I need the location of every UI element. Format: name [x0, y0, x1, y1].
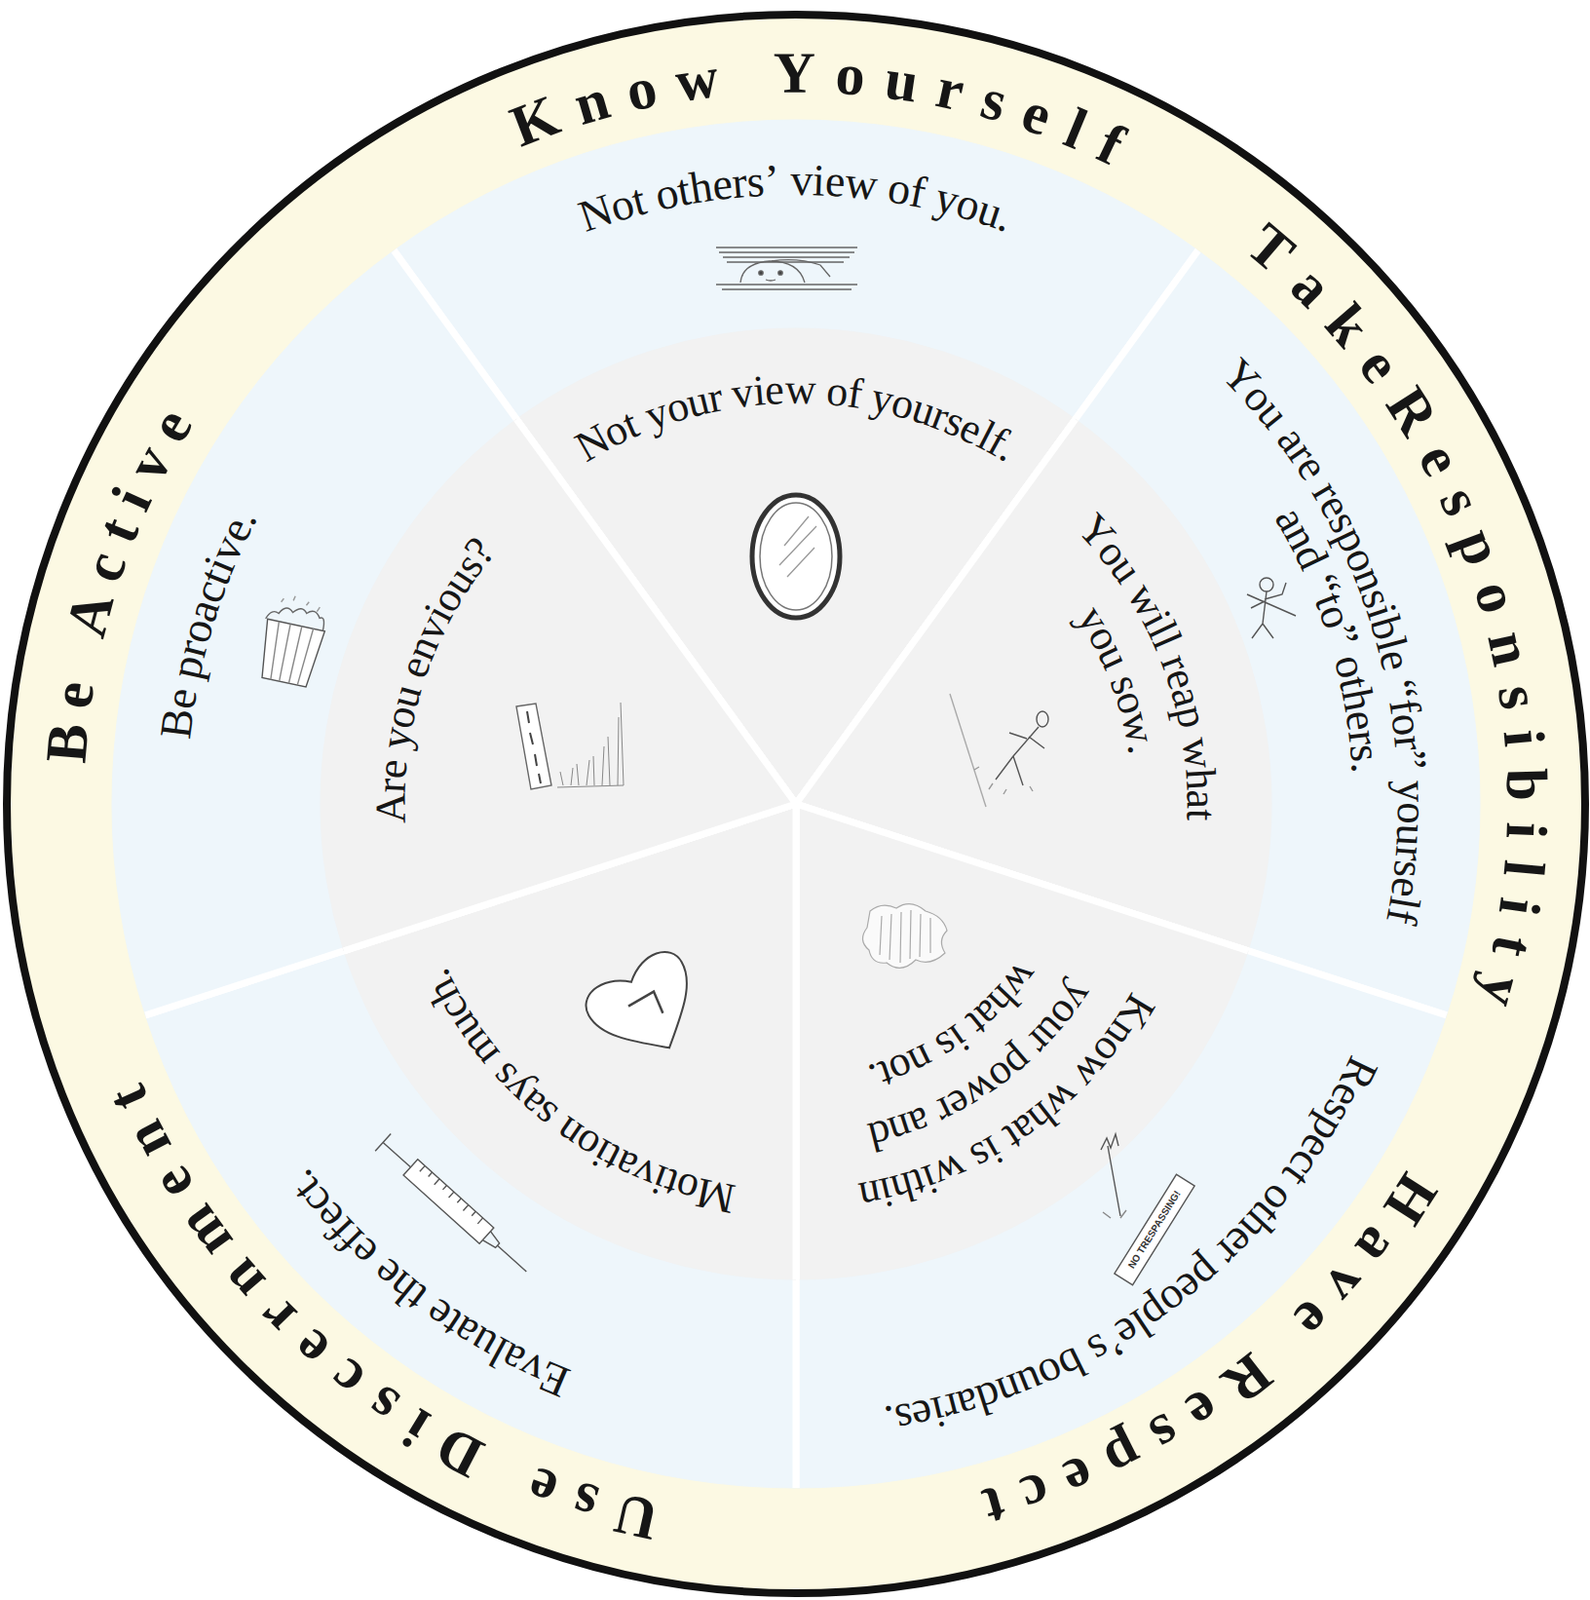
mirror-sketch: [752, 494, 840, 618]
glyph: o: [832, 40, 868, 111]
glyph: s: [1137, 1400, 1192, 1470]
text-holder: Not your view of yourself.: [567, 365, 1026, 416]
glyph: s: [1425, 476, 1496, 526]
glyph: s: [352, 1371, 410, 1440]
glyph: e: [763, 365, 786, 417]
text-holder: Know Yourself: [628, 39, 1010, 108]
map-sketch: [862, 904, 947, 969]
glyph: [1385, 767, 1437, 782]
glyph: u: [880, 44, 923, 116]
glyph: o: [1386, 801, 1438, 825]
glyph: A: [367, 792, 417, 824]
principle-note: Not others’ view of you.: [574, 154, 1018, 207]
glyph: e: [1404, 432, 1477, 488]
glyph: .: [1340, 759, 1392, 775]
glyph: i: [1492, 820, 1561, 839]
reflection-sector: Are you envious?: [320, 418, 796, 951]
principle-sector: Are you envious?Be ActiveBe proactive.: [10, 167, 796, 1048]
glyph: Y: [773, 38, 816, 107]
heart-sketch: [578, 944, 717, 1075]
glyph: c: [68, 543, 141, 591]
glyph: u: [1385, 822, 1438, 847]
popcorn-bucket-sketch: [253, 591, 331, 689]
reflection-text: Not your view of yourself.: [567, 365, 1026, 416]
text-holder: You will reap what you sow.: [982, 619, 1315, 719]
glyph: e: [1173, 1374, 1234, 1445]
glyph: c: [314, 1345, 378, 1415]
glyph: e: [368, 757, 419, 781]
glyph: t: [1175, 808, 1226, 823]
glyph: w: [1171, 734, 1224, 772]
glyph: A: [51, 586, 128, 645]
glyph: [778, 154, 791, 207]
glyph: ’: [763, 154, 781, 207]
glyph: p: [1094, 1419, 1154, 1495]
sowing-figure-sketch: [949, 693, 1049, 807]
glyph: s: [745, 154, 766, 208]
glyph: B: [33, 720, 104, 766]
figure-sketch: [1247, 577, 1296, 639]
outer-rim: [6, 14, 1586, 1593]
glyph: e: [277, 1315, 342, 1383]
glyph: [1174, 819, 1225, 833]
text-holder: Motivation says much.: [358, 1097, 754, 1148]
glyph: [736, 40, 757, 110]
glyph: o: [1460, 572, 1534, 620]
syringe-sketch: [375, 1134, 534, 1281]
road-sketch: [516, 702, 624, 790]
glyph: y: [1386, 779, 1438, 803]
glyph: t: [83, 508, 153, 552]
glyph: w: [784, 364, 816, 415]
glyph: r: [367, 777, 417, 795]
trespass-sign-sketch: [1100, 1134, 1195, 1286]
glyph: n: [206, 1246, 279, 1315]
glyph: i: [391, 1395, 441, 1462]
text-holder: Not others’ view of you.: [574, 154, 1018, 207]
principle-heading: Know Yourself: [627, 34, 1011, 114]
glyph: p: [1442, 520, 1517, 575]
glyph: [45, 644, 115, 673]
glyph: w: [842, 155, 881, 211]
text-holder: Know what is within your power and what …: [811, 1009, 1173, 1158]
glyph: ”: [1384, 748, 1437, 772]
glyph: n: [1473, 624, 1547, 671]
glyph: b: [1492, 767, 1561, 802]
glyph: w: [671, 43, 722, 116]
glyph: v: [790, 153, 813, 206]
glyph: s: [1483, 681, 1554, 714]
peeking-face-sketch: [716, 247, 858, 290]
label-holder: NO TRESPASSING!: [1109, 1223, 1200, 1236]
glyph: a: [1175, 789, 1226, 809]
glyph: h: [1173, 766, 1225, 792]
